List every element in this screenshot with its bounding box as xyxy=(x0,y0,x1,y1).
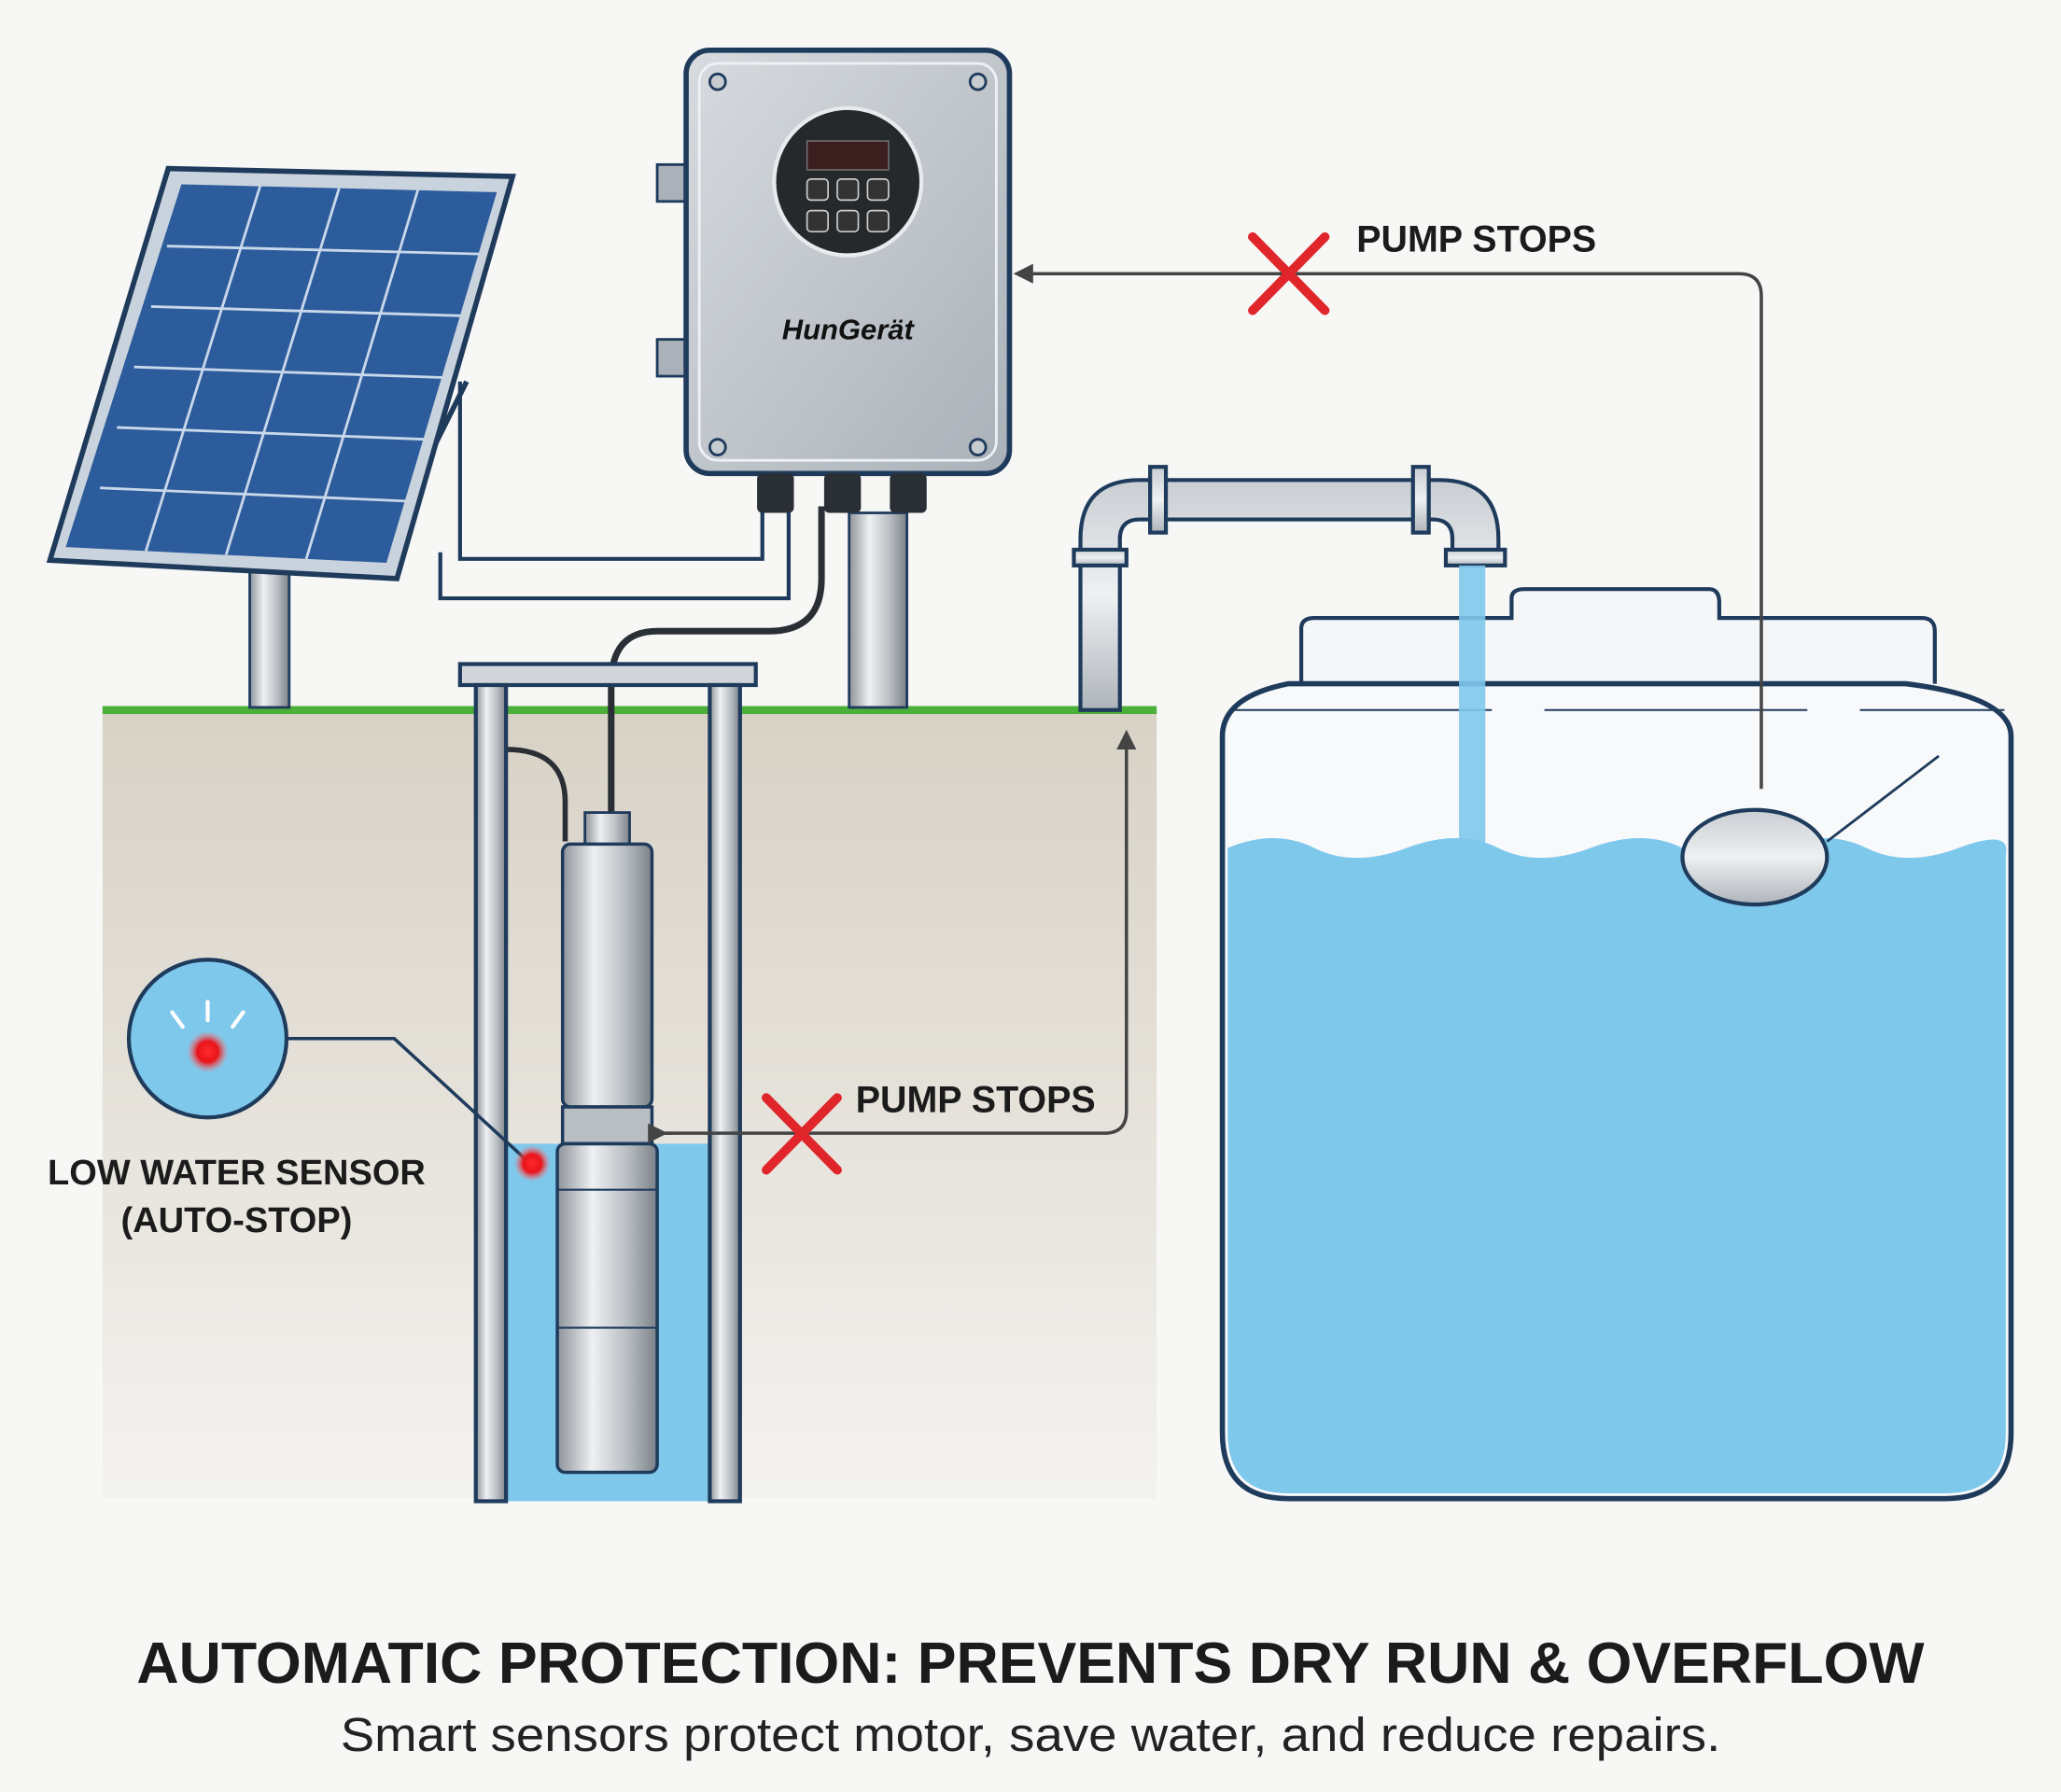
sensor-sublabel: (AUTO-STOP) xyxy=(121,1201,353,1240)
controller-brand: HunGerät xyxy=(782,314,916,346)
solar-panel xyxy=(46,165,516,709)
outlet-pipe xyxy=(1072,465,1507,712)
low-water-sensor-icon xyxy=(126,958,552,1183)
footer-subtitle: Smart sensors protect motor, save water,… xyxy=(341,1708,1721,1761)
water-tank xyxy=(1219,565,2014,1502)
control-buttons xyxy=(806,178,890,233)
controller-post xyxy=(848,511,909,709)
led-display xyxy=(806,140,890,171)
stop-x-icon-top xyxy=(1248,231,1330,315)
signal-lines xyxy=(286,263,1763,1161)
submersible-pump xyxy=(555,811,659,1475)
pump-controller: HunGerät xyxy=(655,48,1013,513)
pump-stops-label-well: PUMP STOPS xyxy=(856,1080,1096,1121)
pump-stops-label-top: PUMP STOPS xyxy=(1356,218,1596,259)
sensor-label: LOW WATER SENSOR xyxy=(48,1154,426,1193)
water-stream xyxy=(1459,565,1486,845)
cable-glands xyxy=(757,473,927,513)
stop-x-icon-well xyxy=(762,1093,842,1175)
footer-title: AUTOMATIC PROTECTION: PREVENTS DRY RUN &… xyxy=(136,1631,1925,1696)
tank-water xyxy=(1227,838,2007,1494)
power-cables xyxy=(438,381,825,842)
